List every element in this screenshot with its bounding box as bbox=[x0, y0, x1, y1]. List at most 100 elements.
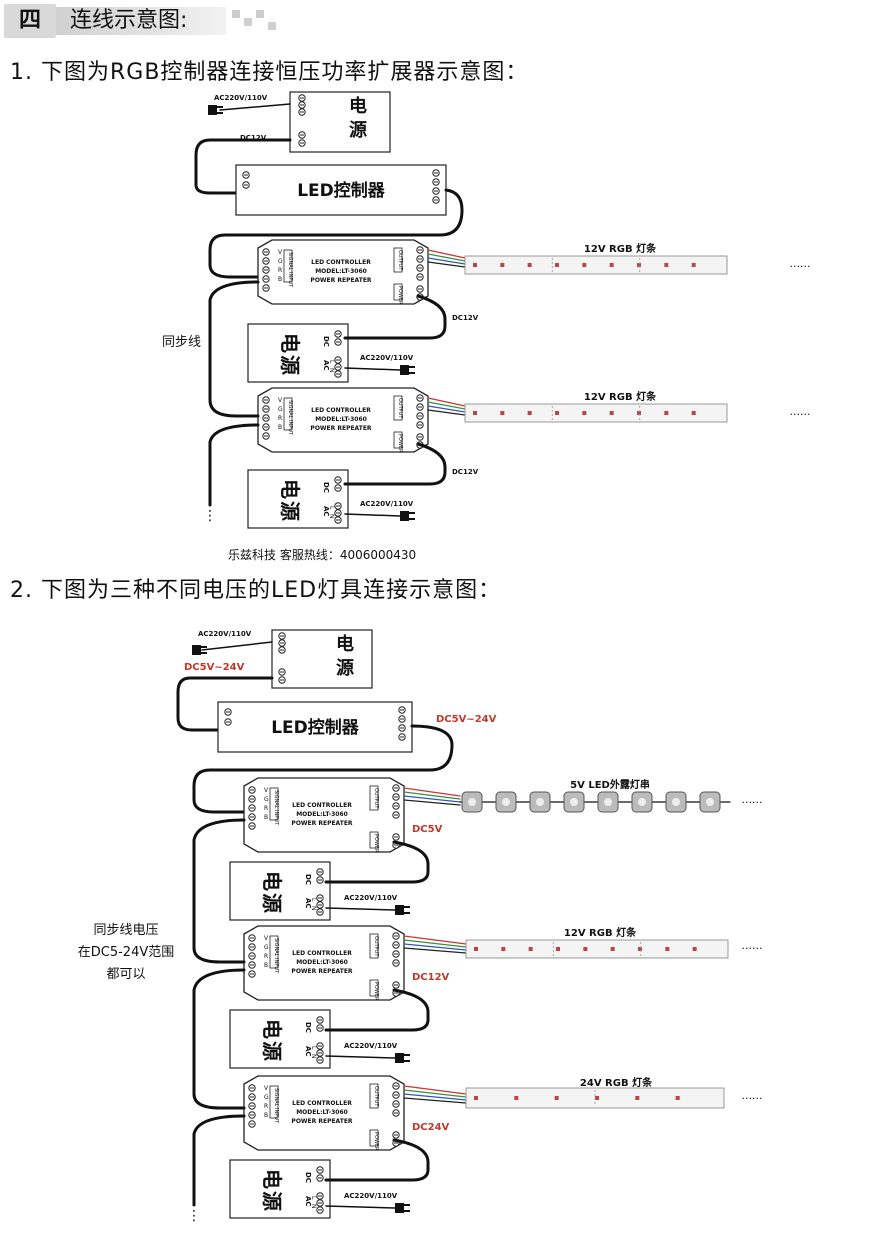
strip-led bbox=[474, 947, 478, 951]
continuation-dots: ······ bbox=[742, 1092, 763, 1105]
sync-wire bbox=[192, 1114, 246, 1207]
power-supply-box bbox=[229, 1009, 331, 1069]
strip-led bbox=[609, 263, 614, 267]
l-mark: L bbox=[328, 506, 335, 510]
dc12-label: DC12V bbox=[452, 468, 479, 476]
rgb-strip bbox=[464, 255, 728, 275]
dc12-label: DC12V bbox=[452, 314, 479, 322]
strip-label: 24V RGB 灯条 bbox=[580, 1076, 653, 1089]
ac-plug bbox=[208, 105, 217, 115]
strip-led bbox=[474, 1096, 478, 1100]
rgb-pin-label: V bbox=[264, 787, 269, 794]
repeater-text: MODEL:LT-3060 bbox=[315, 268, 367, 275]
power-tag-label: POWER bbox=[397, 434, 403, 453]
ac-cable bbox=[201, 641, 273, 651]
strip-led bbox=[554, 1096, 559, 1100]
output-tag bbox=[369, 1083, 379, 1109]
strip-led bbox=[556, 947, 560, 951]
led-controller-box bbox=[217, 701, 413, 753]
signal-input-tag bbox=[269, 787, 279, 821]
rgb-pin-label: R bbox=[264, 805, 268, 812]
continuation-dots: ⋮ bbox=[187, 1208, 201, 1224]
repeater-text: POWER REPEATER bbox=[291, 1118, 353, 1125]
power-supply-top bbox=[289, 91, 391, 153]
power-supply-label: 电 bbox=[260, 871, 284, 891]
output-label: OUTPUT bbox=[397, 250, 403, 271]
power-supply-label: 电 bbox=[349, 95, 367, 117]
rgb-pin-label: R bbox=[278, 267, 282, 274]
repeater-text: POWER REPEATER bbox=[310, 277, 372, 284]
dc-supply-wire bbox=[324, 840, 430, 884]
ac-cable bbox=[219, 103, 291, 111]
strip-led bbox=[664, 411, 669, 415]
ac-input-label: AC220V/110V bbox=[360, 500, 414, 508]
power-tag-label: POWER bbox=[373, 982, 379, 1001]
rgb-output-wire bbox=[427, 253, 466, 262]
header-decor bbox=[244, 18, 252, 26]
pixel-led-lens bbox=[604, 798, 612, 806]
repeater-box bbox=[257, 387, 429, 453]
strip-led bbox=[583, 947, 588, 951]
rgb-pin-label: G bbox=[278, 406, 283, 413]
pixel-led-lens bbox=[672, 798, 680, 806]
signal-input-label: SIGNAL INPUT bbox=[273, 938, 279, 974]
rgb-pin-label: V bbox=[278, 249, 283, 256]
power-supply-label: 电 bbox=[260, 1169, 284, 1189]
ac-plug bbox=[400, 511, 409, 521]
power-supply-label: 源 bbox=[260, 1041, 284, 1061]
n-mark: N bbox=[310, 1054, 317, 1059]
rgb-output-wire bbox=[427, 261, 466, 268]
n-mark: N bbox=[328, 368, 335, 373]
strip-led bbox=[555, 263, 559, 267]
strip-led bbox=[637, 263, 641, 267]
repeater-box bbox=[257, 239, 429, 305]
sync-label: 在DC5-24V范围 bbox=[78, 945, 175, 960]
repeater-text: POWER REPEATER bbox=[291, 820, 353, 827]
dc-label: DC24V bbox=[412, 1122, 450, 1133]
signal-input-tag bbox=[269, 1085, 279, 1119]
dc-mark: DC bbox=[304, 874, 312, 885]
power-tag-label: POWER bbox=[373, 1132, 379, 1151]
strip-led bbox=[582, 411, 587, 415]
rgb-pin-label: R bbox=[264, 953, 268, 960]
dc-input-label: DC5V~24V bbox=[184, 662, 245, 673]
rgb-pin-label: B bbox=[264, 814, 268, 821]
repeater-text: MODEL:LT-3060 bbox=[315, 416, 367, 423]
dc-supply-wire bbox=[343, 294, 447, 340]
l-mark: L bbox=[310, 898, 317, 902]
ac-input-label: AC220V/110V bbox=[360, 354, 414, 362]
header-band bbox=[56, 7, 226, 35]
sync-wire bbox=[192, 968, 246, 1110]
power-supply-label: 电 bbox=[278, 333, 302, 353]
power-supply-box bbox=[229, 1159, 331, 1219]
signal-input-label: SIGNAL INPUT bbox=[287, 252, 293, 288]
strip-led bbox=[514, 1096, 519, 1100]
strip-led bbox=[675, 1096, 680, 1100]
output-tag bbox=[369, 785, 379, 811]
strip-led bbox=[527, 263, 532, 267]
rgb-pin-label: B bbox=[278, 276, 282, 283]
n-mark: N bbox=[310, 906, 317, 911]
strip-led bbox=[635, 1096, 640, 1100]
n-mark: N bbox=[328, 514, 335, 519]
ac-plug bbox=[395, 1053, 404, 1063]
led-controller-label: LED控制器 bbox=[271, 717, 360, 738]
rgb-pin-label: B bbox=[264, 1112, 268, 1119]
rgb-output-wire bbox=[403, 939, 467, 948]
power-supply-label: 电 bbox=[336, 633, 354, 655]
strip-led bbox=[664, 263, 669, 267]
repeater-text: MODEL:LT-3060 bbox=[296, 1109, 348, 1116]
dc-mark: DC bbox=[304, 1172, 312, 1183]
power-supply-box bbox=[247, 469, 349, 529]
sync-wire bbox=[208, 280, 260, 418]
dc-wire bbox=[194, 138, 292, 195]
signal-input-tag bbox=[283, 249, 293, 283]
repeater-text: LED CONTROLLER bbox=[292, 950, 352, 957]
l-mark: L bbox=[328, 360, 335, 364]
strip-label: 12V RGB 灯条 bbox=[564, 926, 637, 939]
power-supply-label: 源 bbox=[278, 355, 302, 375]
sync-label: 同步线电压 bbox=[93, 923, 158, 938]
rgb-output-wire bbox=[403, 799, 461, 806]
section2-title: 2. 下图为三种不同电压的LED灯具连接示意图： bbox=[10, 578, 502, 603]
rgb-output-wire bbox=[403, 935, 467, 945]
